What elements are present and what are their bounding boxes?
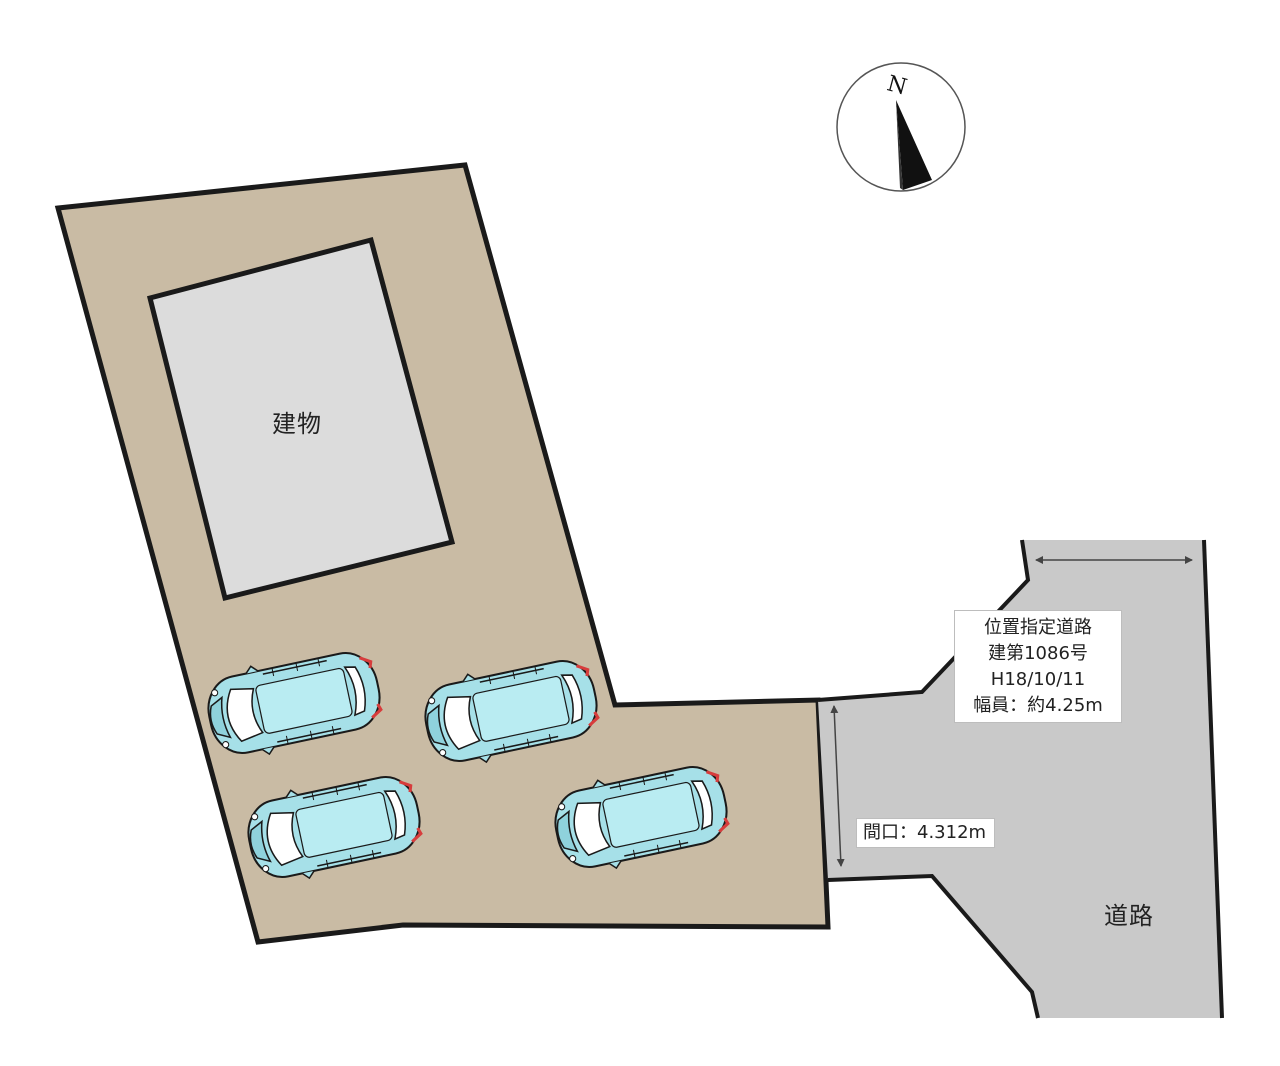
road-label: 道路 <box>1104 902 1154 930</box>
road-edge-bottom-left <box>827 873 1040 1019</box>
compass-icon: N <box>836 62 966 192</box>
frontage-label: 間口：4.312m <box>856 818 996 848</box>
building-footprint <box>146 236 456 602</box>
building-label: 建物 <box>272 410 322 438</box>
road-info-box: 位置指定道路 建第1086号 H18/10/11 幅員：約4.25m <box>954 610 1122 723</box>
frontage-dimension <box>830 705 845 867</box>
road-info-line: 建第1086号 <box>988 643 1088 664</box>
road-info-line: 幅員：約4.25m <box>973 695 1103 716</box>
road-info-line: H18/10/11 <box>990 669 1086 690</box>
road-edge-right <box>1202 539 1224 1019</box>
road-info-line: 位置指定道路 <box>984 617 1092 638</box>
